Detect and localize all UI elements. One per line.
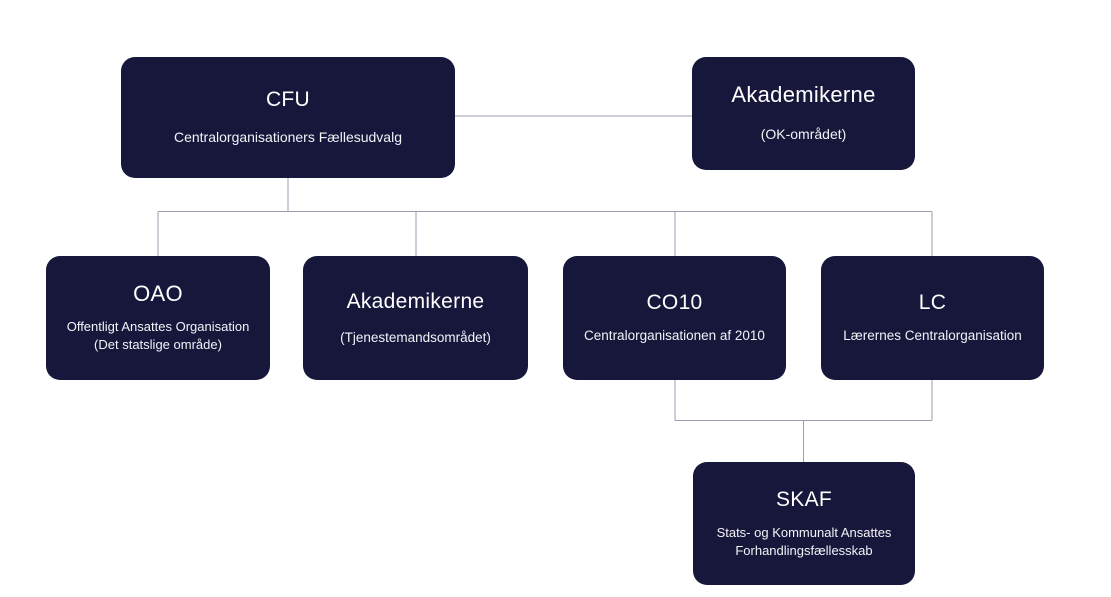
node-cfu-title: CFU xyxy=(265,87,311,111)
node-lc-title: LC xyxy=(918,291,947,315)
node-cfu[interactable]: CFU Centralorganisationers Fællesudvalg xyxy=(121,57,455,178)
node-co10-subtitle: Centralorganisationen af 2010 xyxy=(584,328,765,344)
node-skaf-subtitle: Stats- og Kommunalt Ansattes Forhandling… xyxy=(716,524,892,559)
node-skaf[interactable]: SKAF Stats- og Kommunalt Ansattes Forhan… xyxy=(693,462,915,585)
node-akademikerne-ok-title: Akademikerne xyxy=(731,82,876,108)
node-akademikerne-ok-subtitle: (OK-området) xyxy=(760,125,847,142)
node-oao[interactable]: OAO Offentligt Ansattes Organisation (De… xyxy=(46,256,270,380)
node-co10-title: CO10 xyxy=(646,291,703,315)
node-akademikerne-tjenestemandsomraadet[interactable]: Akademikerne (Tjenestemandsområdet) xyxy=(303,256,528,380)
node-oao-title: OAO xyxy=(133,281,183,307)
node-akademikerne-tj-title: Akademikerne xyxy=(346,289,485,313)
node-lc[interactable]: LC Lærernes Centralorganisation xyxy=(821,256,1044,380)
node-akademikerne-tj-subtitle: (Tjenestemandsområdet) xyxy=(340,330,491,346)
node-cfu-subtitle: Centralorganisationers Fællesudvalg xyxy=(173,129,402,146)
node-lc-subtitle: Lærernes Centralorganisation xyxy=(843,328,1022,344)
node-oao-subtitle: Offentligt Ansattes Organisation (Det st… xyxy=(66,318,250,353)
node-skaf-title: SKAF xyxy=(775,487,833,511)
node-co10[interactable]: CO10 Centralorganisationen af 2010 xyxy=(563,256,786,380)
node-akademikerne-ok-omraadet[interactable]: Akademikerne (OK-området) xyxy=(692,57,915,170)
